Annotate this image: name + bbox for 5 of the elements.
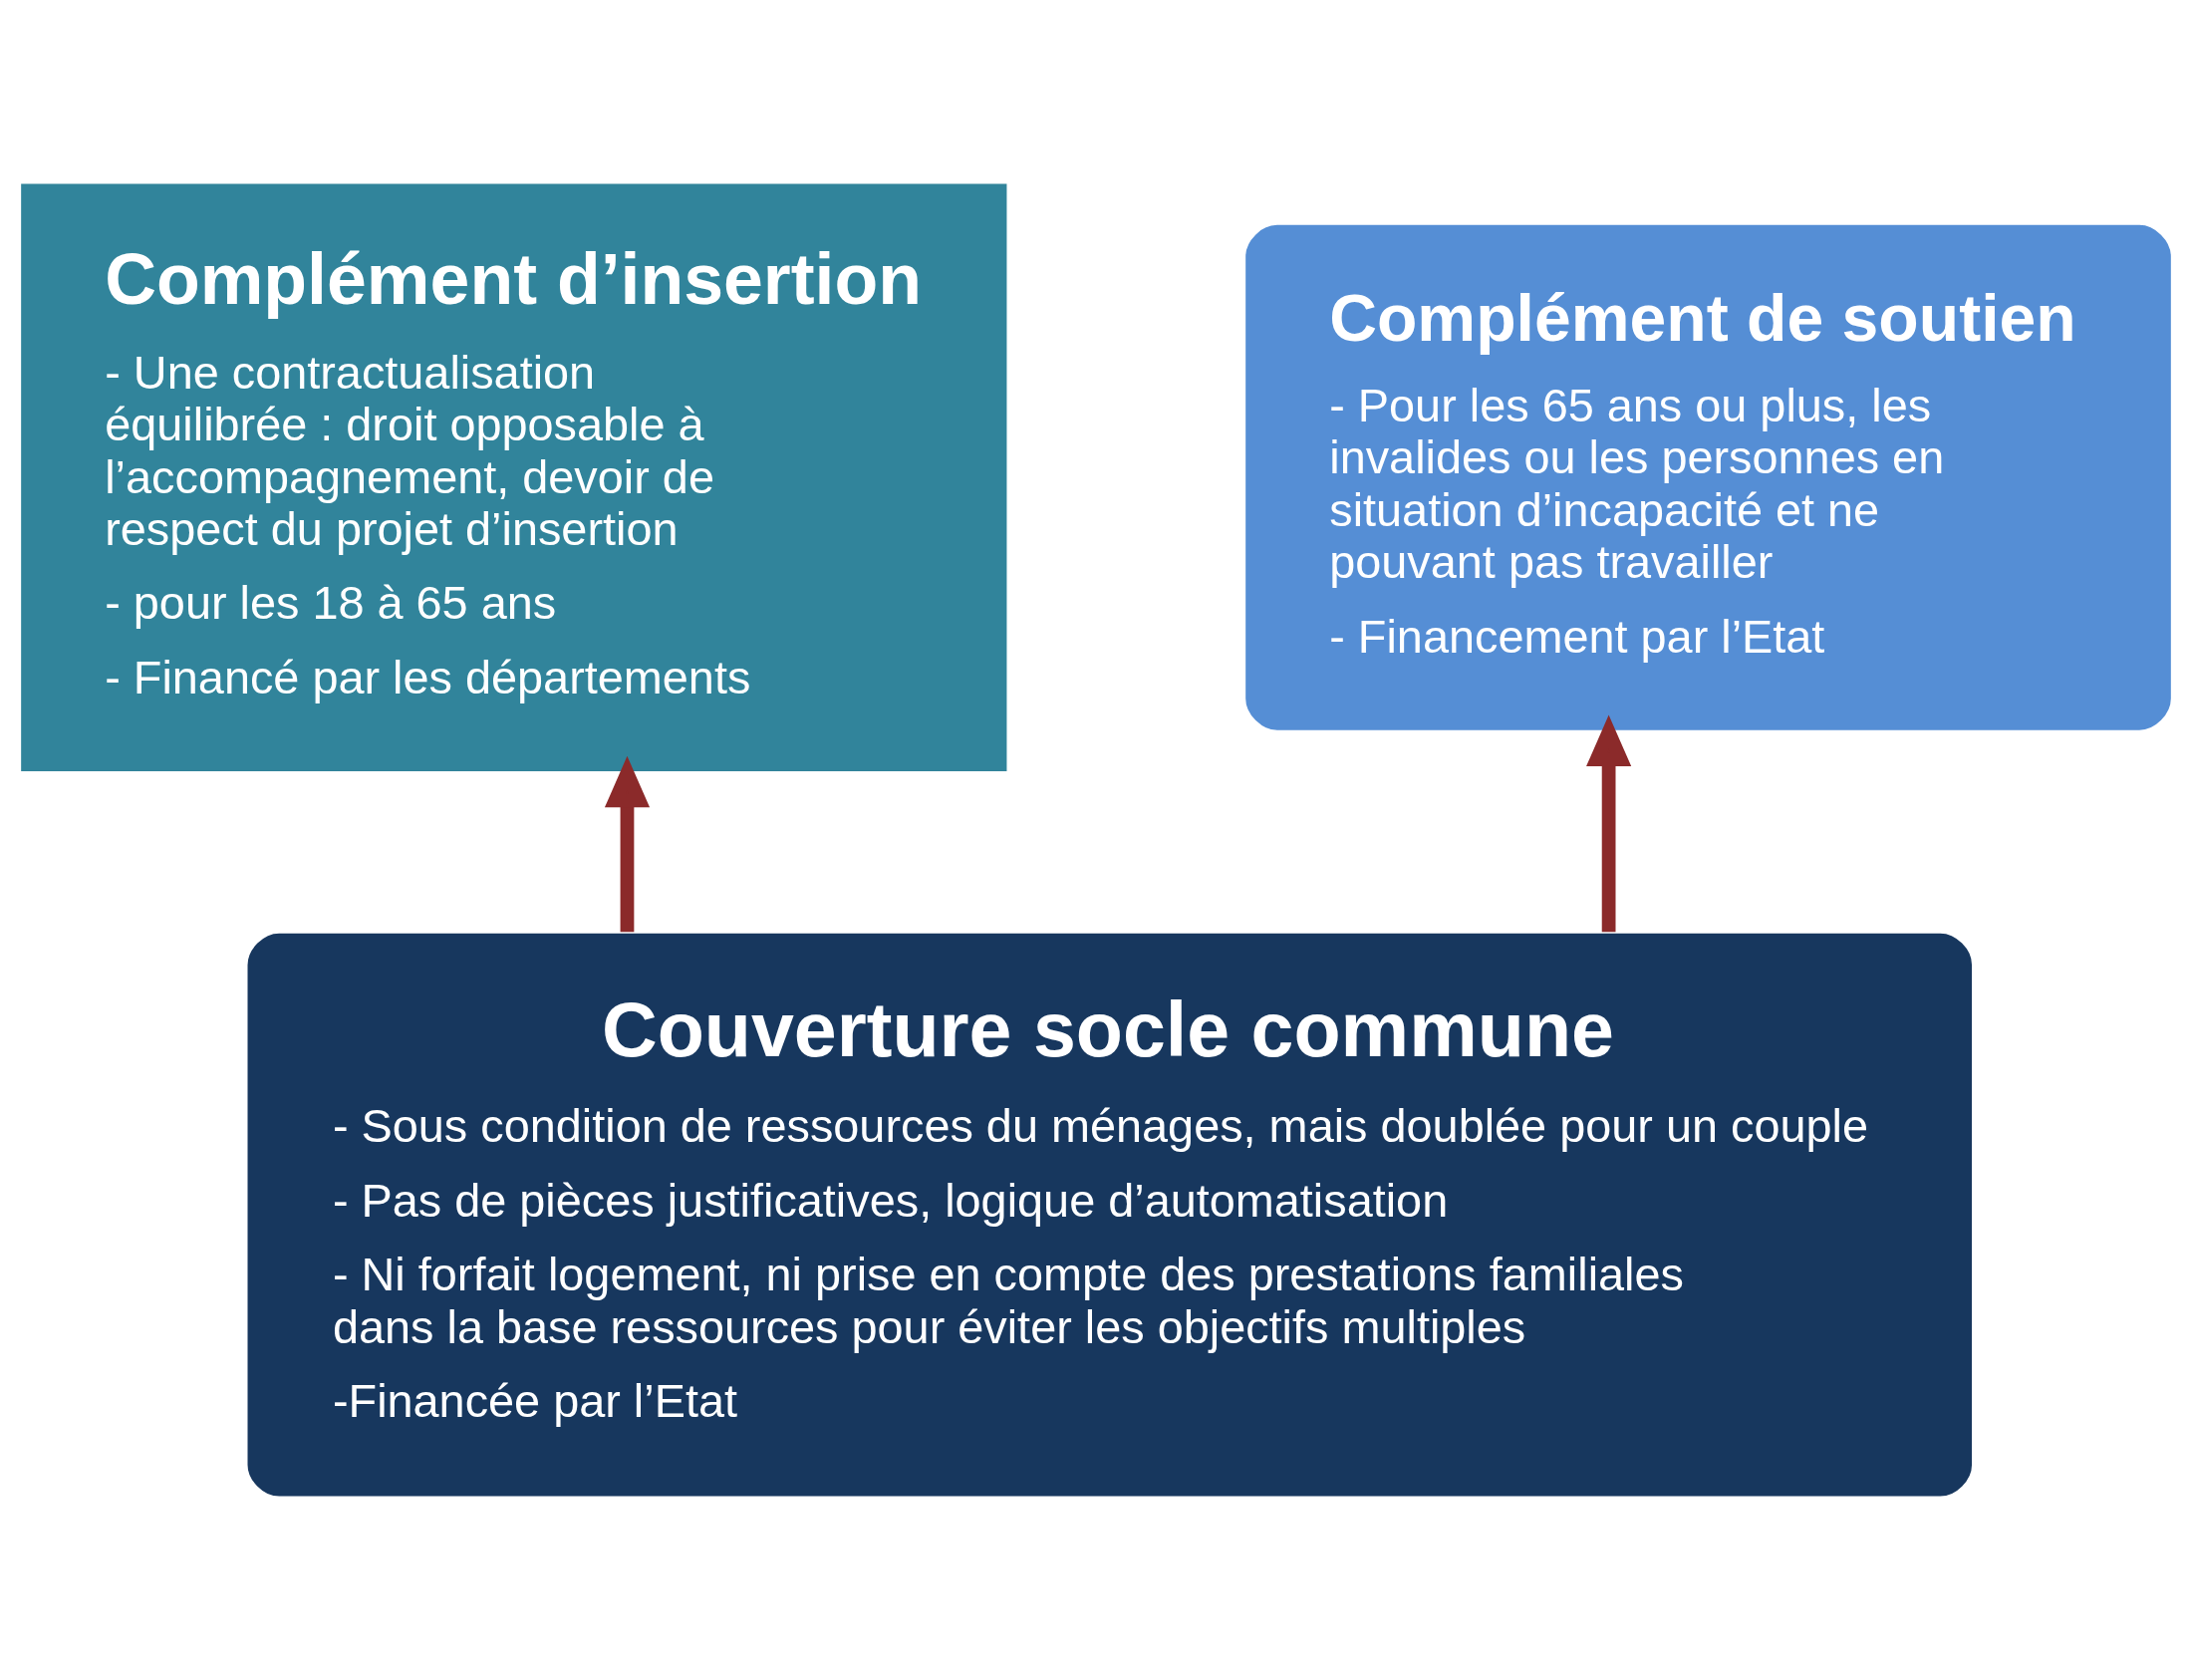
arrow xyxy=(604,755,651,933)
node-box: Couverture socle commune - Sous condition de ressources du ménages, mais doublée pour un couple - Pas de pièces justificatives, logique d’automatisation - Ni forfait logement, ni prise en compte des prestations familiales dans la base ressources pour éviter les objectifs multiples -Financée par l’Etat xyxy=(244,930,1975,1500)
node-box: Complément d’insertion - Une contractualisation équilibrée : droit opposable à l’accompagnement, devoir de respect du projet d’insertion - pour les 18 à 65 ans - Financé par les départements xyxy=(18,180,1010,774)
node-box: Complément de soutien - Pour les 65 ans ou plus, les invalides ou les personnes en situation d’incapacité et ne pouvant pas travailler - Financement par l’Etat xyxy=(1242,222,2174,733)
arrow xyxy=(1586,714,1632,933)
